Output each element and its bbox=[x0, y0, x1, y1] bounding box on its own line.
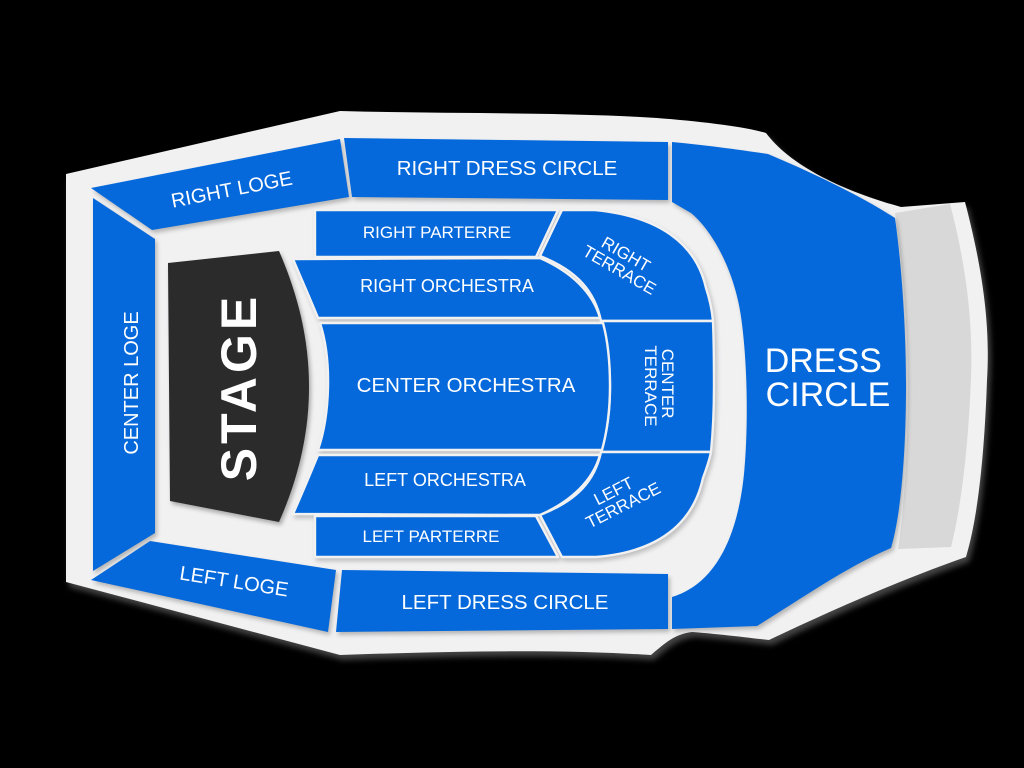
section-right-loge[interactable] bbox=[91, 139, 349, 230]
section-left-terrace[interactable] bbox=[538, 450, 713, 559]
left-parterre-label: LEFT PARTERRE bbox=[363, 527, 500, 546]
left-orchestra-label: LEFT ORCHESTRA bbox=[364, 470, 526, 490]
center-loge-label: CENTER LOGE bbox=[121, 311, 143, 454]
stage bbox=[168, 251, 309, 522]
stage-label: STAGE bbox=[211, 293, 267, 482]
left-dress-circle-label: LEFT DRESS CIRCLE bbox=[402, 591, 609, 614]
section-right-orchestra[interactable] bbox=[291, 256, 602, 320]
center-orchestra-label: CENTER ORCHESTRA bbox=[357, 374, 576, 397]
section-right-terrace[interactable] bbox=[538, 208, 715, 323]
section-left-loge[interactable] bbox=[91, 541, 336, 632]
back-wall bbox=[895, 204, 972, 549]
section-left-dress-circle[interactable] bbox=[336, 570, 668, 632]
section-left-parterre[interactable] bbox=[313, 514, 560, 559]
right-dress-circle-label: RIGHT DRESS CIRCLE bbox=[397, 157, 618, 180]
section-center-orchestra[interactable] bbox=[316, 321, 612, 452]
right-parterre-label: RIGHT PARTERRE bbox=[363, 223, 511, 242]
dress-circle-label: DRESS CIRCLE bbox=[765, 342, 892, 414]
section-left-orchestra[interactable] bbox=[291, 453, 602, 517]
center-terrace-label: CENTER TERRACE bbox=[641, 345, 677, 426]
section-right-dress-circle[interactable] bbox=[344, 138, 668, 200]
section-center-loge[interactable] bbox=[93, 198, 155, 571]
section-dress-circle[interactable] bbox=[672, 142, 906, 629]
inner-bowl-sections bbox=[291, 208, 716, 559]
outer-ring-sections bbox=[91, 138, 906, 632]
right-orchestra-label: RIGHT ORCHESTRA bbox=[360, 276, 534, 296]
